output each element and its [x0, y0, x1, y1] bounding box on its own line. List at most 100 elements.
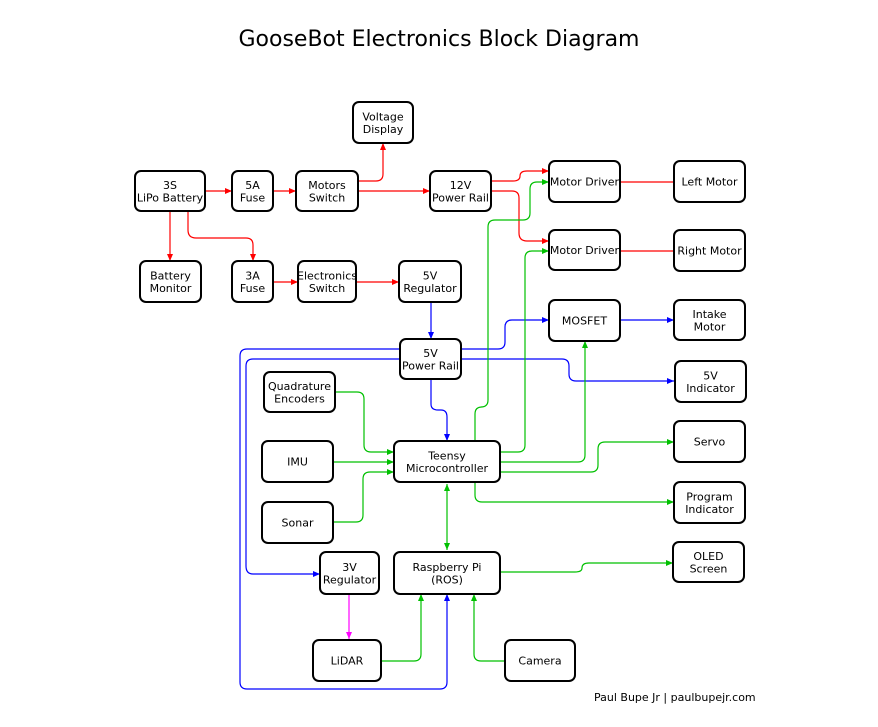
block-border	[139, 260, 202, 303]
block-border	[673, 481, 746, 524]
block-label: 3A	[245, 269, 260, 282]
block-motor-driver-right: Motor Driver	[548, 229, 621, 271]
block-border	[673, 160, 746, 203]
block-motor-driver-left: Motor Driver	[548, 160, 621, 203]
block-label: Motor Driver	[550, 244, 620, 257]
wire-battery-fuse3a	[187, 211, 256, 261]
wire-sonar-teensy	[333, 469, 394, 523]
block-border	[548, 299, 621, 342]
block-border	[548, 229, 621, 271]
wire-teensy-servo	[500, 439, 674, 473]
block-label: LiPo Battery	[137, 191, 204, 204]
block-border	[673, 229, 746, 272]
block-label: Intake	[692, 308, 726, 321]
block-label: MOSFET	[562, 315, 607, 328]
block-label: Regulator	[323, 573, 377, 586]
block-border	[231, 170, 274, 212]
block-camera: Camera	[504, 639, 576, 682]
block-left-motor: Left Motor	[673, 160, 746, 203]
block-imu: IMU	[261, 440, 334, 483]
wire-encoders-teensy	[335, 391, 394, 455]
block-label: Microcontroller	[406, 462, 489, 475]
block-label: Electronics	[297, 269, 357, 282]
wire-teensy-motor-driver-left	[474, 179, 549, 441]
block-label: 3S	[163, 179, 177, 192]
block-border	[134, 170, 206, 212]
wire-motors-switch-voltage-display	[358, 143, 386, 182]
block-border	[672, 541, 745, 583]
block-border	[231, 260, 274, 303]
block-border	[674, 360, 747, 403]
block-label: Motors	[308, 179, 346, 192]
wire-teensy-motor-driver-right	[500, 248, 549, 453]
block-label: LiDAR	[331, 655, 364, 668]
block-border	[398, 260, 462, 303]
block-label: Power Rail	[432, 191, 489, 204]
author-credit: Paul Bupe Jr | paulbupejr.com	[594, 691, 756, 704]
block-border	[261, 501, 334, 544]
block-label: Switch	[309, 282, 345, 295]
block-label: Sonar	[282, 517, 314, 530]
block-label: Fuse	[240, 191, 265, 204]
block-border	[295, 170, 359, 212]
block-border	[673, 299, 746, 341]
block-label: Motor	[694, 320, 726, 333]
block-label: IMU	[287, 456, 308, 469]
block-border	[393, 551, 501, 595]
block-border	[312, 639, 382, 682]
block-label: OLED	[693, 550, 723, 563]
block-border	[504, 639, 576, 682]
block-label: 3V	[342, 561, 357, 574]
block-label: Raspberry Pi	[413, 561, 482, 574]
block-rpi: Raspberry Pi(ROS)	[393, 551, 501, 595]
block-label: 5V	[703, 369, 718, 382]
diagram-title: GooseBot Electronics Block Diagram	[238, 27, 640, 52]
block-border	[548, 160, 621, 203]
block-border	[399, 338, 462, 380]
block-label: 5A	[245, 179, 260, 192]
block-lidar: LiDAR	[312, 639, 382, 682]
block-label: Display	[363, 123, 404, 136]
block-right-motor: Right Motor	[673, 229, 746, 272]
block-border	[263, 371, 336, 413]
block-label: Switch	[309, 191, 345, 204]
block-border	[297, 260, 357, 303]
block-label: (ROS)	[431, 573, 463, 586]
block-label: Left Motor	[682, 176, 738, 189]
block-label: 12V	[450, 179, 472, 192]
block-sonar: Sonar	[261, 501, 334, 544]
wire-lidar-rpi	[381, 594, 424, 662]
block-label: 5V	[423, 269, 438, 282]
block-label: 5V	[423, 347, 438, 360]
block-label: Teensy	[427, 449, 466, 462]
block-border	[673, 420, 746, 463]
wire-rail5v-mosfet	[461, 317, 549, 350]
wire-rail5v-reg3v	[245, 358, 400, 577]
block-label: Monitor	[150, 282, 192, 295]
block-label: Regulator	[403, 282, 457, 295]
block-servo: Servo	[673, 420, 746, 463]
block-label: Program	[686, 490, 732, 503]
block-label: Encoders	[274, 392, 325, 405]
block-label: Screen	[690, 562, 728, 575]
block-border	[352, 101, 414, 144]
block-label: Motor Driver	[550, 176, 620, 189]
block-label: Camera	[518, 655, 561, 668]
block-label: Right Motor	[677, 245, 742, 258]
